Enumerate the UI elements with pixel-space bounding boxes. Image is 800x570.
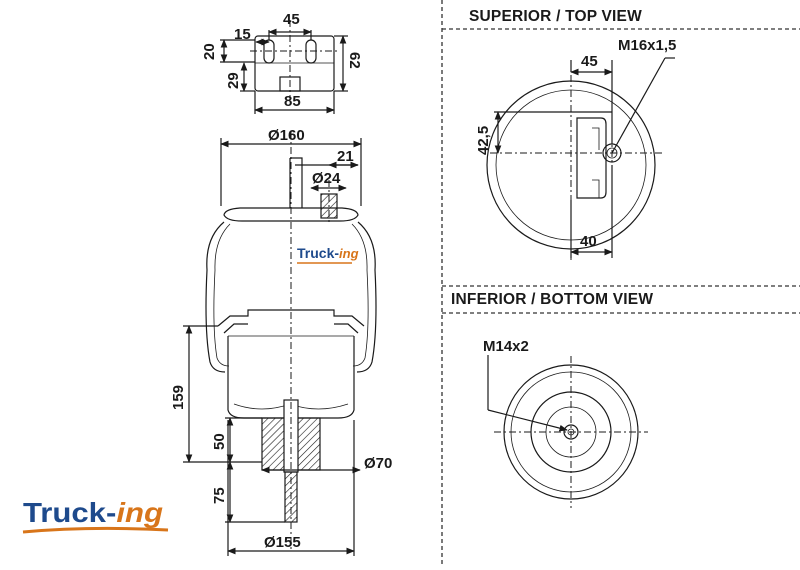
bottom-view-header: INFERIOR / BOTTOM VIEW [451,291,653,308]
plate-lower-height-label: 29 [225,72,242,89]
plate-total-height-label: 62 [346,52,363,69]
plate-hole-spacing-label: 45 [283,11,300,28]
top-view-header: SUPERIOR / TOP VIEW [469,8,642,25]
svg-text:Truck-ing: Truck-ing [297,245,359,261]
plate-hole-offset-label: 15 [234,26,251,43]
plate-slot-height-label: 20 [201,43,218,60]
bottom-view-drawing: M14x2 [483,338,648,508]
mounting-plate-view: 45 15 20 29 62 85 [201,11,363,114]
bellows-brand-main: Truck- [297,245,339,261]
piston-diameter-label: Ø155 [264,534,301,551]
top-offset-y-label: 42,5 [475,126,492,155]
top-thread-label: M16x1,5 [618,37,676,54]
brand-logo-suffix: ing [116,497,163,528]
bellows-brand-suffix: ing [339,246,359,261]
stud-offset-label: 21 [337,148,354,165]
base-height-label: 50 [211,433,228,450]
air-spring-side-view: Ø160 21 Ø24 159 50 Ø70 75 Ø155 Truck-ing [170,127,392,556]
view-separators [441,0,800,565]
stud-length-label: 75 [211,487,228,504]
bottom-thread-label: M14x2 [483,338,529,355]
top-view-drawing: 45 42,5 M16x1,5 40 [475,37,676,260]
base-diameter-label: Ø70 [364,455,392,472]
svg-text:Truck-ing: Truck-ing [23,497,163,528]
bellows-brand-mark: Truck-ing [297,245,359,264]
stud-diameter-label: Ø24 [312,170,341,187]
brand-logo: Truck-ing [22,497,169,534]
plate-width-label: 85 [284,93,301,110]
piston-height-label: 159 [170,385,187,410]
top-bracket-width-label: 40 [580,233,597,250]
brand-logo-main: Truck- [23,497,116,528]
top-offset-x-label: 45 [581,53,598,70]
top-diameter-label: Ø160 [268,127,305,144]
